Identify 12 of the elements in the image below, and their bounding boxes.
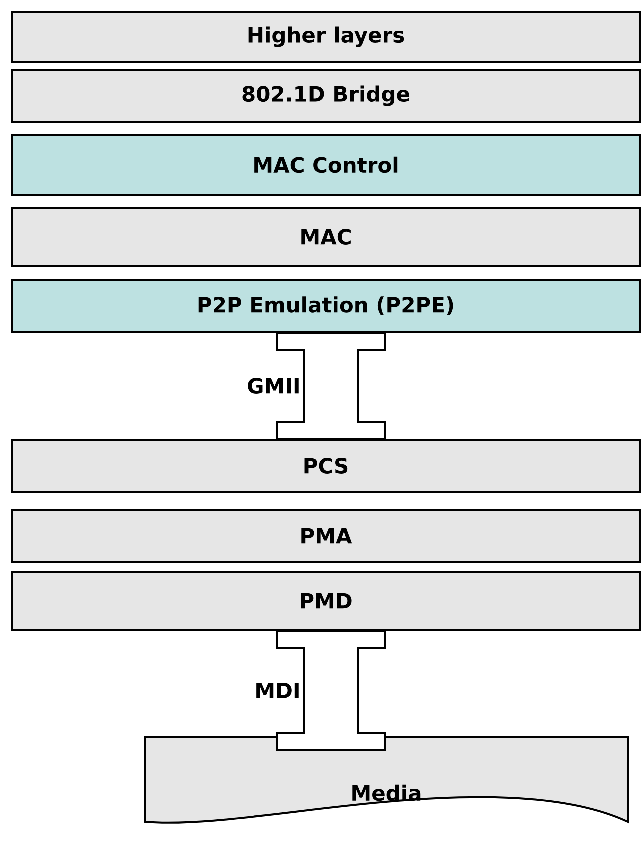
layer-bar: 802.1D Bridge — [11, 69, 641, 123]
interface-connector — [276, 332, 386, 440]
interface-connector — [276, 630, 386, 752]
layer-bar: Higher layers — [11, 11, 641, 63]
layer-bar: MAC — [11, 207, 641, 267]
edge-label: MDI — [254, 682, 302, 700]
layer-bar: P2P Emulation (P2PE) — [11, 279, 641, 333]
layer-bar: PCS — [11, 439, 641, 493]
edge-label: GMII — [246, 377, 302, 395]
layer-bar: PMA — [11, 509, 641, 563]
layer-bar: MAC Control — [11, 134, 641, 196]
layer-bar: PMD — [11, 571, 641, 631]
